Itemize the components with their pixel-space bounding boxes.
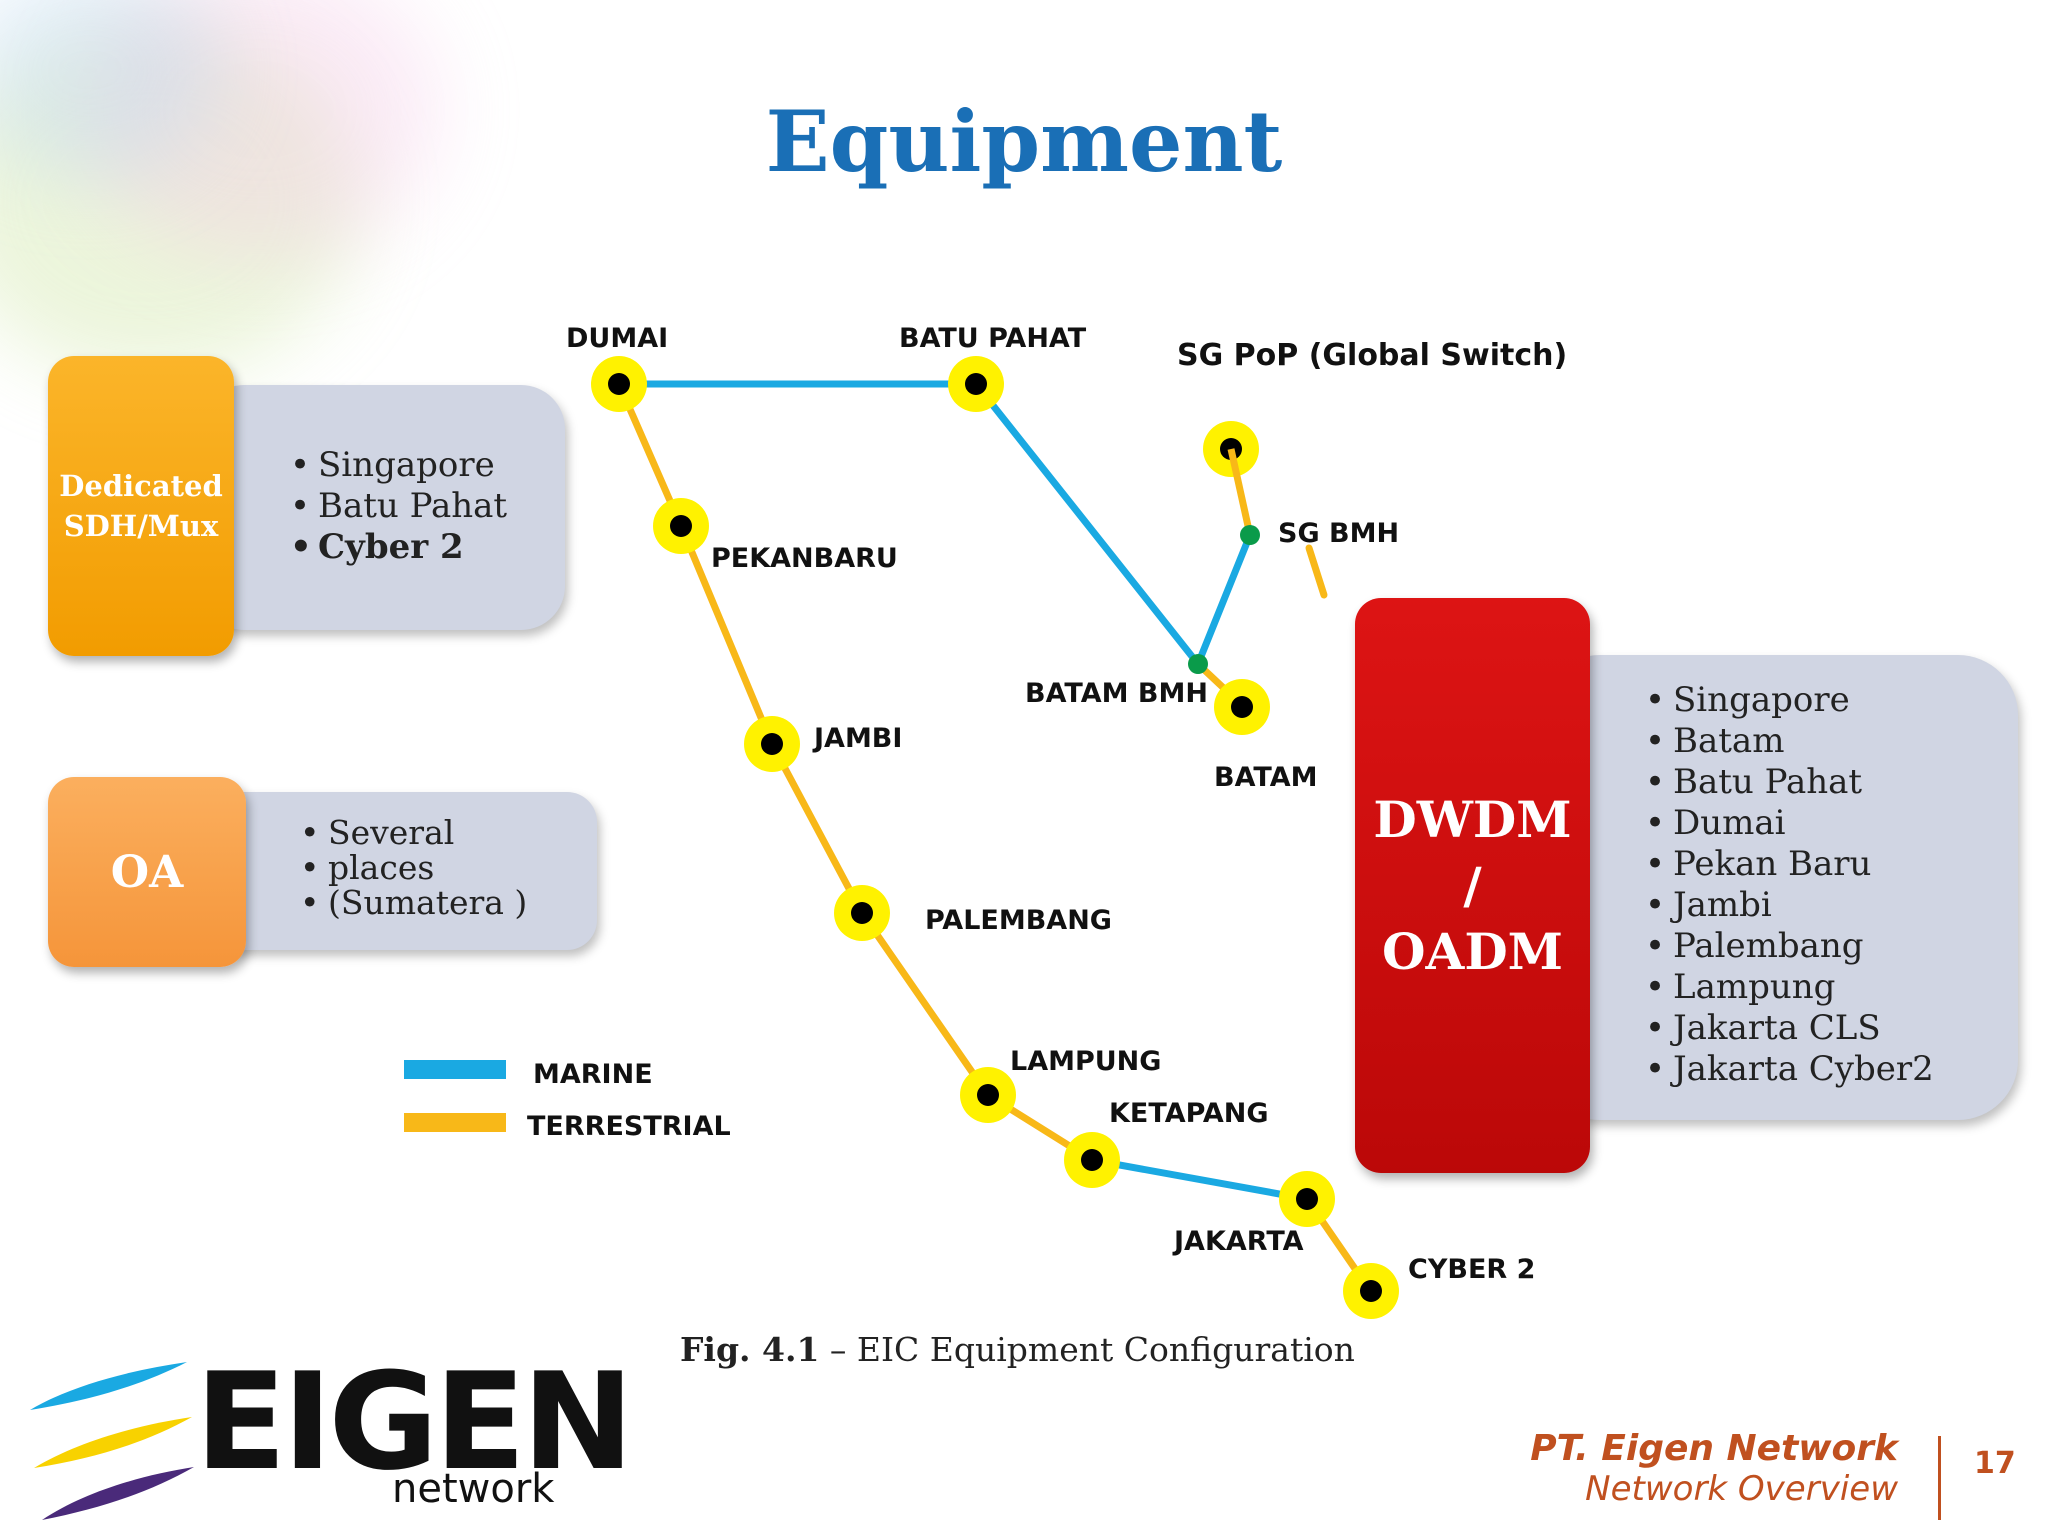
label-batu-pahat: BATU PAHAT bbox=[899, 323, 1087, 354]
legend-marine-swatch bbox=[404, 1060, 506, 1079]
terrestrial-link bbox=[1305, 544, 1328, 599]
list-item: Palembang bbox=[1645, 926, 1934, 967]
marine-link bbox=[1088, 1156, 1311, 1203]
marine-link bbox=[1194, 531, 1254, 668]
oa-label: OA bbox=[110, 846, 184, 898]
label-lampung: LAMPUNG bbox=[1010, 1046, 1161, 1077]
list-item: Batu Pahat bbox=[290, 486, 507, 527]
label-palembang: PALEMBANG bbox=[925, 905, 1112, 936]
footer-company: PT. Eigen Network Network Overview bbox=[1530, 1428, 1898, 1509]
marine-link bbox=[972, 380, 1202, 668]
footer-divider bbox=[1938, 1436, 1941, 1520]
dwdm-tag: DWDM / OADM bbox=[1355, 598, 1590, 1173]
page-title: Equipment bbox=[765, 92, 1283, 191]
label-batam: BATAM bbox=[1214, 762, 1317, 793]
sdh-label-line2: SDH/Mux bbox=[63, 509, 219, 543]
node-palembang bbox=[834, 885, 890, 941]
background-decoration bbox=[0, 20, 360, 380]
label-batam-bmh: BATAM BMH bbox=[1025, 678, 1208, 709]
logo-subtext: network bbox=[392, 1466, 555, 1512]
dwdm-label-line2: / bbox=[1463, 855, 1482, 915]
list-item: Jakarta CLS bbox=[1645, 1008, 1934, 1049]
legend-terrestrial-swatch bbox=[404, 1113, 506, 1132]
list-item: Cyber 2 bbox=[290, 527, 507, 568]
label-pekanbaru: PEKANBARU bbox=[711, 543, 898, 574]
oa-list: Several places (Sumatera ) bbox=[300, 815, 527, 920]
deck-subtitle: Network Overview bbox=[1585, 1469, 1898, 1509]
list-item: Jakarta Cyber2 bbox=[1645, 1049, 1934, 1090]
legend-terrestrial-label: TERRESTRIAL bbox=[527, 1111, 731, 1142]
list-item: Singapore bbox=[290, 445, 507, 486]
figure-number: Fig. 4.1 bbox=[680, 1330, 820, 1369]
node-lampung bbox=[960, 1067, 1016, 1123]
background-decoration bbox=[80, 0, 440, 260]
node-pekanbaru bbox=[653, 498, 709, 554]
company-name: PT. Eigen Network bbox=[1530, 1428, 1898, 1469]
list-item: Several bbox=[300, 815, 527, 850]
terrestrial-link bbox=[1227, 448, 1254, 536]
sdh-label-line1: Dedicated bbox=[59, 469, 223, 503]
oa-tag: OA bbox=[48, 777, 246, 967]
node-dumai bbox=[591, 356, 647, 412]
figure-title: – EIC Equipment Configuration bbox=[819, 1330, 1355, 1369]
list-item: (Sumatera ) bbox=[300, 885, 527, 920]
label-jambi: JAMBI bbox=[812, 723, 902, 754]
list-item: Batu Pahat bbox=[1645, 762, 1934, 803]
node-batam bbox=[1214, 679, 1270, 735]
node-sg-bmh bbox=[1240, 525, 1260, 545]
legend-marine-label: MARINE bbox=[533, 1059, 653, 1090]
figure-caption: Fig. 4.1 – EIC Equipment Configuration bbox=[680, 1330, 1355, 1369]
node-batam-bmh bbox=[1188, 654, 1208, 674]
eigen-logo-swooshes bbox=[30, 1362, 194, 1520]
list-item: Dumai bbox=[1645, 803, 1934, 844]
list-item: Pekan Baru bbox=[1645, 844, 1934, 885]
node-cyber2 bbox=[1343, 1263, 1399, 1319]
logo-wordmark: EIGEN bbox=[195, 1344, 634, 1500]
page-number: 17 bbox=[1974, 1446, 2016, 1481]
list-item: Jambi bbox=[1645, 885, 1934, 926]
label-ketapang: KETAPANG bbox=[1109, 1098, 1269, 1129]
label-sg-bmh: SG BMH bbox=[1278, 518, 1399, 549]
label-sg-pop: SG PoP (Global Switch) bbox=[1177, 338, 1567, 373]
list-item: Singapore bbox=[1645, 680, 1934, 721]
node-ketapang bbox=[1064, 1132, 1120, 1188]
node-batu-pahat bbox=[948, 356, 1004, 412]
list-item: Batam bbox=[1645, 721, 1934, 762]
sdh-list: Singapore Batu Pahat Cyber 2 bbox=[290, 445, 507, 568]
list-item: Lampung bbox=[1645, 967, 1934, 1008]
dwdm-list: Singapore Batam Batu Pahat Dumai Pekan B… bbox=[1645, 680, 1934, 1090]
node-jakarta bbox=[1279, 1171, 1335, 1227]
list-item: places bbox=[300, 850, 527, 885]
dwdm-label-line3: OADM bbox=[1381, 921, 1564, 981]
node-jambi bbox=[744, 716, 800, 772]
dwdm-label-line1: DWDM bbox=[1373, 789, 1572, 849]
label-cyber2: CYBER 2 bbox=[1408, 1254, 1535, 1285]
label-jakarta: JAKARTA bbox=[1172, 1226, 1304, 1257]
sdh-tag: Dedicated SDH/Mux bbox=[48, 356, 234, 656]
label-dumai: DUMAI bbox=[566, 323, 668, 354]
